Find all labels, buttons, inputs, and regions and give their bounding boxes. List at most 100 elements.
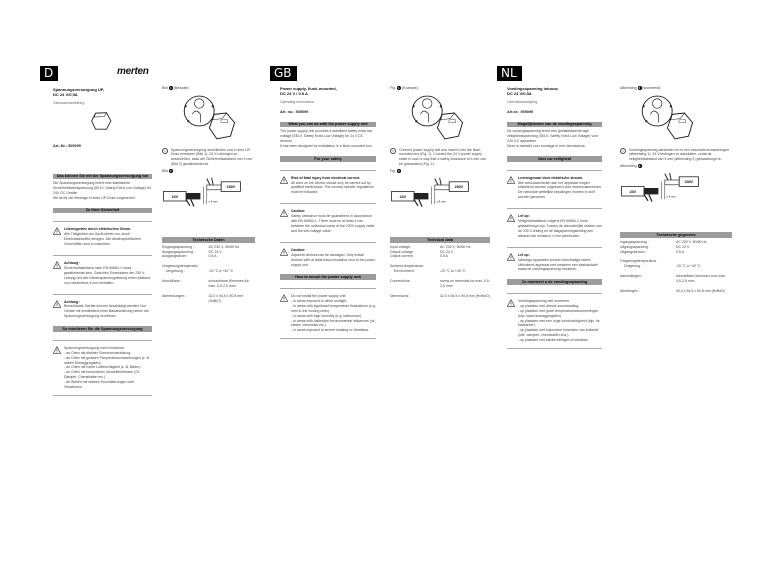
warning-block: Achtung :Benachbarte Geräte können besch… <box>53 293 152 320</box>
tech-row: Umgebungstemperatur <box>162 264 255 269</box>
tech-key: Uitgangsspanning : <box>620 244 650 249</box>
product-title: DC 24 V/0,5A <box>53 92 78 97</box>
warning-list-item: - in areas with high humidity (e.g. bath… <box>291 313 363 318</box>
text: (voorbeeld) : <box>642 86 663 90</box>
clearance-label: ≥ 4 mm <box>208 200 218 204</box>
text: : <box>642 164 644 169</box>
tech-value: 32,0 x 54,5 x 50,8 mm (HxBxD) <box>676 289 725 294</box>
tech-value: 0,5 A <box>208 254 217 259</box>
section-header: Zu Ihrer Sicherheit <box>53 207 152 214</box>
warning-block: Spannungsversorgung nicht montieren:- an… <box>53 339 152 396</box>
tech-key: Ambient temperature: <box>390 264 424 269</box>
warning-list-item: - an Orten mit besonderen Umwelteinflüss… <box>64 370 140 380</box>
section-header: Technische Daten <box>162 237 255 243</box>
tech-row: Ausgangsspannung :DC 24 V <box>162 250 255 255</box>
warning-list-item: - an Orten mit hoher Luftfeuchtigkeit (z… <box>64 365 142 370</box>
warning-text: Alle Tätigkeiten am Gerät dürfen nur dur… <box>64 232 142 247</box>
warning-triangle-icon <box>507 252 515 261</box>
warning-block: Caution:Adjacent devices can be damaged.… <box>280 241 376 268</box>
tech-key: Input voltage: <box>390 244 412 249</box>
tech-value: 0,5 A <box>676 249 684 254</box>
tech-key: Afmetingen : <box>620 289 640 294</box>
product-title: DC 24 V / 0.5 A <box>280 91 308 96</box>
warning-triangle-icon <box>280 209 288 218</box>
section-header: Zo monteert u de voedingsspanning <box>507 279 602 285</box>
tech-key: Connections: <box>390 279 411 284</box>
text: Bild <box>162 86 168 90</box>
document-subtitle: Operating instructions <box>280 100 315 104</box>
tech-key: Anschlüsse : <box>162 279 182 284</box>
tech-value: -20 °C à +40 °C <box>208 269 234 274</box>
tech-row: Anschlüsse : schraubbare Klemmen für max.… <box>162 279 255 289</box>
tech-key: Output current: <box>390 254 414 259</box>
figure-1-label: Bild 1 (Beispiel) : <box>162 86 255 91</box>
step-number: 1 <box>390 147 396 154</box>
tech-row: Uitgangsspanning : DC 24 V <box>620 245 732 250</box>
article-number: Art.nr.: 505099 <box>507 109 534 114</box>
step-number: 1 <box>162 147 168 154</box>
section-header: Mogelijkheden van de voedingsspanning <box>507 121 602 128</box>
tech-row: Environment:-20 °C to +40 °C <box>390 269 490 274</box>
tech-row: Omgevingstemperatuur <box>620 259 732 264</box>
warning-list-item: - an Orten mit grossen Temperaturschwank… <box>64 355 150 365</box>
warning-list-item: - op plaatsen met sterke trillingen of v… <box>518 338 589 343</box>
warning-list-item: - in areas with significant temperature … <box>291 303 376 313</box>
brand-logo: merten <box>117 66 149 77</box>
tech-key: Ingangsspanning : <box>620 239 649 244</box>
language-badge: GB <box>270 66 297 81</box>
wiring-diagram: 24V ≥ 4 mm 230V <box>163 177 241 207</box>
tech-row: Ingangsspanning : AC 230 V, 50/60 Hz <box>620 240 732 245</box>
section-header: Technical data <box>390 237 490 243</box>
warning-triangle-icon <box>280 294 288 302</box>
warning-triangle-icon <box>507 214 515 222</box>
figure-number-badge: 2 <box>637 164 642 169</box>
tech-row: Abmessungen :32,0 x 54,5 x 50,8 mm (HxBx… <box>162 294 255 304</box>
paragraph: De voedingsspanning levert een gestabili… <box>507 129 599 144</box>
tech-key: Output voltage: <box>390 249 414 254</box>
tech-value: DC 24 V <box>676 244 690 249</box>
product-title: DC 24 V/0,5A <box>507 91 532 96</box>
warning-text: Do not install the power supply unit: <box>291 294 347 298</box>
warning-triangle-icon <box>280 175 288 184</box>
tech-value: AC 230 V, 50/60 Hz <box>676 239 707 244</box>
paragraph: Die Spannungsversorgung liefert eine sta… <box>53 181 151 196</box>
text: (Example): <box>401 86 419 90</box>
text-column: Power supply, flush-mounted,DC 24 V / 0.… <box>280 86 376 340</box>
warning-triangle-icon <box>280 247 288 256</box>
figure-number-badge: 2 <box>396 169 401 174</box>
warning-triangle-icon <box>53 227 61 236</box>
tech-key: Ausgangsspannung : <box>162 249 195 254</box>
warning-block: Risk of fatal injury from electrical cur… <box>280 169 376 196</box>
figure-1-label: Fig. 1 (Example): <box>390 86 490 91</box>
tech-value: schraubbare Klemmen für max. 0,5-2,5 mm² <box>208 279 249 289</box>
tech-row: Output current: 0.5 A <box>390 254 490 259</box>
wiring-low-label: 24V <box>630 190 637 194</box>
tech-key: Dimensions: <box>390 293 410 298</box>
tech-key: Uitgangsstroom : <box>620 249 647 254</box>
warning-text: Alle werkzaamheden aan het apparaat moge… <box>518 180 602 200</box>
wiring-diagram: 24V ≥ 4 mm 230V <box>391 177 469 207</box>
warning-title: Risk of fatal injury from electrical cur… <box>291 175 361 180</box>
warning-text: Benachbarte Geräte können beschädigt wer… <box>64 304 149 319</box>
warning-list-item: - an Orten mit direkter Sonneneinstrahlu… <box>64 350 132 355</box>
warning-title: Levensgevaar door elektrische stroom. <box>518 175 584 180</box>
warning-block: Let op:Naburige apparaten kunnen beschad… <box>507 246 602 273</box>
tech-value: 0.5 A <box>440 254 448 259</box>
warning-title: Let op: <box>518 252 530 257</box>
language-badge: NL <box>497 66 522 81</box>
warning-text: Adjacent devices can be damaged. Only in… <box>291 252 376 267</box>
article-number: Art.-Nr.: 505099 <box>53 143 81 148</box>
tech-key: Omgevingstemperatuur <box>620 259 657 264</box>
article-number: Art. no.: 505099 <box>280 109 309 114</box>
warning-title: Achtung : <box>64 261 81 266</box>
paragraph: It has been designed for installation in… <box>280 144 373 149</box>
tech-row: Umgebung :-20 °C à +40 °C <box>162 269 255 274</box>
product-title: Power supply, flush-mounted, <box>280 86 337 91</box>
